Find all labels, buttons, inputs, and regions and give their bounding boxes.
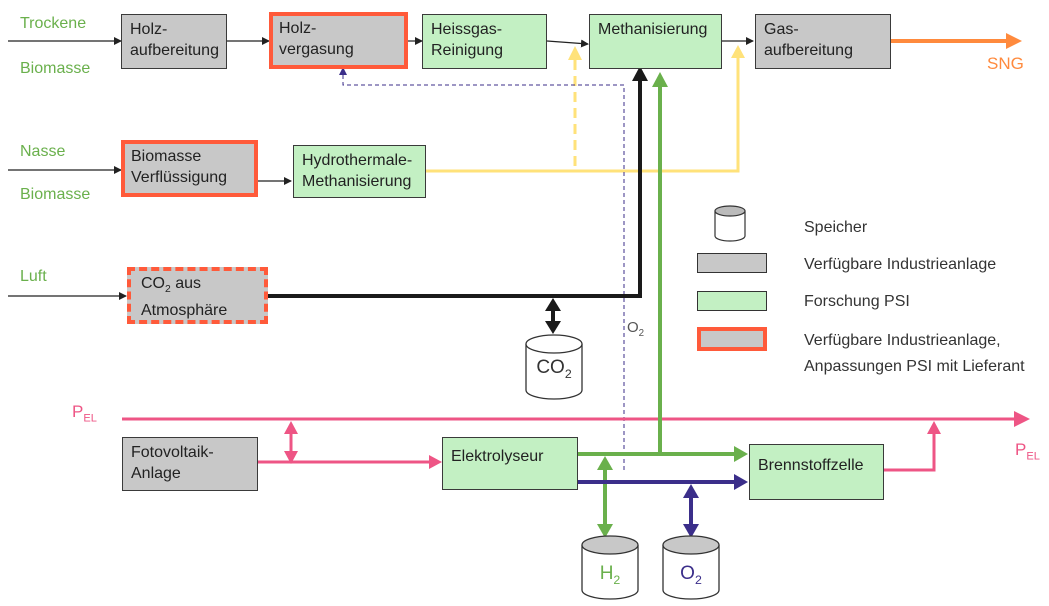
pel-left-label: PEL: [72, 402, 97, 425]
co2-line: [268, 66, 648, 298]
box-holzaufbereitung-line1: Holz-: [130, 21, 168, 38]
o2-blue-lines: [578, 474, 748, 538]
legend-anpassung-label-2: Anpassungen PSI mit Lieferant: [804, 358, 1025, 375]
h2-tank-label: H2: [599, 563, 621, 587]
box-holzvergasung-line2: vergasung: [279, 41, 354, 58]
legend-industrie-label: Verfügbare Industrieanlage: [804, 256, 997, 273]
legend-speicher-label: Speicher: [804, 219, 868, 236]
box-fotovoltaik-anlage: Fotovoltaik- Anlage: [122, 437, 258, 491]
box-verfl-line2: Verflüssigung: [131, 169, 228, 186]
box-holzvergasung-line1: Holz-: [279, 20, 317, 37]
box-co2-aus-atmosphaere: CO2 aus Atmosphäre: [127, 267, 268, 324]
pel-right-label: PEL: [1015, 440, 1040, 463]
box-holzaufbereitung: Holz- aufbereitung: [121, 14, 227, 69]
box-heissgas-line2: Reinigung: [431, 42, 504, 59]
box-gasaufbereitung-line2: aufbereitung: [764, 42, 853, 59]
legend-forschung-swatch: [697, 291, 767, 311]
input-biomasse-dry: Biomasse: [20, 60, 91, 77]
output-sng: SNG: [987, 54, 1024, 73]
h2-tank: [581, 535, 639, 600]
o2-tank-label: O2: [680, 563, 702, 587]
input-trockene: Trockene: [20, 15, 87, 32]
box-co2-line2: Atmosphäre: [141, 302, 228, 320]
bz-pink-arrow: [884, 421, 941, 472]
process-flow-arrows: [8, 37, 754, 300]
box-verfl-line1: Biomasse: [131, 148, 202, 165]
box-pv-line1: Fotovoltaik-: [131, 444, 214, 461]
co2-tank: [525, 334, 583, 400]
h2-green-lines: [578, 72, 748, 538]
co2-tank-label: CO2: [536, 357, 572, 381]
box-holzaufbereitung-line2: aufbereitung: [130, 42, 219, 59]
legend-anpassung-swatch: [697, 327, 767, 351]
box-heissgas-line1: Heissgas-: [431, 21, 503, 38]
box-co2-line1: CO2 aus: [141, 275, 202, 296]
legend-industrie-swatch: [697, 253, 767, 273]
pv-pink-arrows: [258, 421, 442, 469]
box-methanisierung: Methanisierung: [589, 14, 722, 69]
input-nasse: Nasse: [20, 143, 66, 160]
box-hydro-line1: Hydrothermale-: [302, 152, 413, 169]
co2-tank-arrow: [545, 298, 561, 334]
sng-arrow: [891, 33, 1022, 49]
box-hydrothermale-methanisierung: Hydrothermale- Methanisierung: [293, 145, 426, 198]
o2-dashed-return: [339, 67, 625, 470]
input-luft: Luft: [20, 268, 47, 285]
box-holzvergasung: Holz- vergasung: [269, 12, 408, 69]
o2-line-label: O2: [627, 319, 645, 339]
legend-anpassung-label-1: Verfügbare Industrieanlage,: [804, 332, 1001, 349]
yellow-dashed-line: [568, 46, 582, 166]
box-gasaufbereitung-line1: Gas-: [764, 21, 799, 38]
o2-tank: [662, 535, 720, 600]
box-elektrolyseur: Elektrolyseur: [442, 437, 578, 490]
arrow-heiss-meth: [546, 39, 589, 48]
box-gasaufbereitung: Gas- aufbereitung: [755, 14, 891, 69]
box-methanisierung-label: Methanisierung: [598, 21, 708, 38]
box-heissgas-reinigung: Heissgas- Reinigung: [422, 14, 547, 69]
legend-speicher-icon: [714, 205, 746, 242]
input-biomasse-wet: Biomasse: [20, 186, 91, 203]
legend-forschung-label: Forschung PSI: [804, 293, 910, 310]
box-brennstoffzelle: Brennstoffzelle: [749, 444, 884, 500]
box-hydro-line2: Methanisierung: [302, 173, 412, 190]
box-elektrolyseur-label: Elektrolyseur: [451, 448, 544, 465]
pel-line: [122, 411, 1030, 427]
box-pv-line2: Anlage: [131, 465, 181, 482]
box-biomasse-verfluessigung: Biomasse Verflüssigung: [121, 140, 258, 197]
box-brennstoffzelle-label: Brennstoffzelle: [758, 457, 864, 474]
yellow-solid-line: [426, 45, 745, 173]
